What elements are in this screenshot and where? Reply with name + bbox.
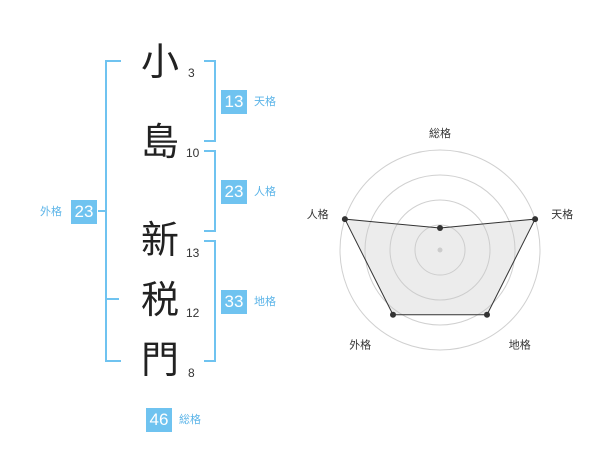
stroke-count-4: 12 <box>186 306 200 320</box>
jinkaku-value: 23 <box>221 180 247 204</box>
gaikaku-label: 外格 <box>40 205 62 218</box>
stroke-count-3: 13 <box>186 246 200 260</box>
name-char-1: 小 <box>140 40 179 84</box>
radar-center <box>437 247 443 253</box>
soukaku-value: 46 <box>146 408 172 432</box>
radar-axis-label-2: 天格 <box>551 207 573 221</box>
radar-ring-2 <box>389 199 491 301</box>
gaikaku-bracket-tick <box>98 210 106 212</box>
name-char-3: 新 <box>140 218 179 262</box>
radar-axis-label-3: 地格 <box>509 338 531 352</box>
radar-axis-label-4: 外格 <box>349 338 371 352</box>
radar-ring-3 <box>364 174 516 326</box>
gaikaku-value: 23 <box>71 200 97 224</box>
gaikaku-bracket <box>105 60 121 362</box>
gaikaku-bracket-join <box>105 298 119 300</box>
radar-point-2 <box>532 216 539 223</box>
stroke-count-1: 3 <box>188 66 195 80</box>
stroke-count-2: 10 <box>186 146 200 160</box>
stroke-count-5: 8 <box>188 366 195 380</box>
jinkaku-bracket <box>204 150 216 232</box>
radar-axis-label-5: 人格 <box>307 207 329 221</box>
soukaku-label: 総格 <box>179 413 201 426</box>
name-char-2: 島 <box>140 120 179 164</box>
chikaku-bracket <box>204 240 216 362</box>
radar-point-3 <box>484 311 490 318</box>
radar-ring-4 <box>339 149 541 351</box>
jinkaku-label: 人格 <box>254 185 276 198</box>
radar-point-1 <box>437 225 443 231</box>
tenkaku-bracket <box>204 60 216 142</box>
tenkaku-value: 13 <box>221 90 247 114</box>
chikaku-label: 地格 <box>254 295 276 308</box>
radar-axis-label-1: 総格 <box>429 126 451 140</box>
chikaku-value: 33 <box>221 290 247 314</box>
name-char-4: 税 <box>140 278 179 322</box>
radar-point-4 <box>390 311 396 318</box>
tenkaku-label: 天格 <box>254 95 276 108</box>
radar-area <box>344 218 536 316</box>
radar-point-5 <box>341 216 348 223</box>
name-char-5: 門 <box>140 338 179 382</box>
